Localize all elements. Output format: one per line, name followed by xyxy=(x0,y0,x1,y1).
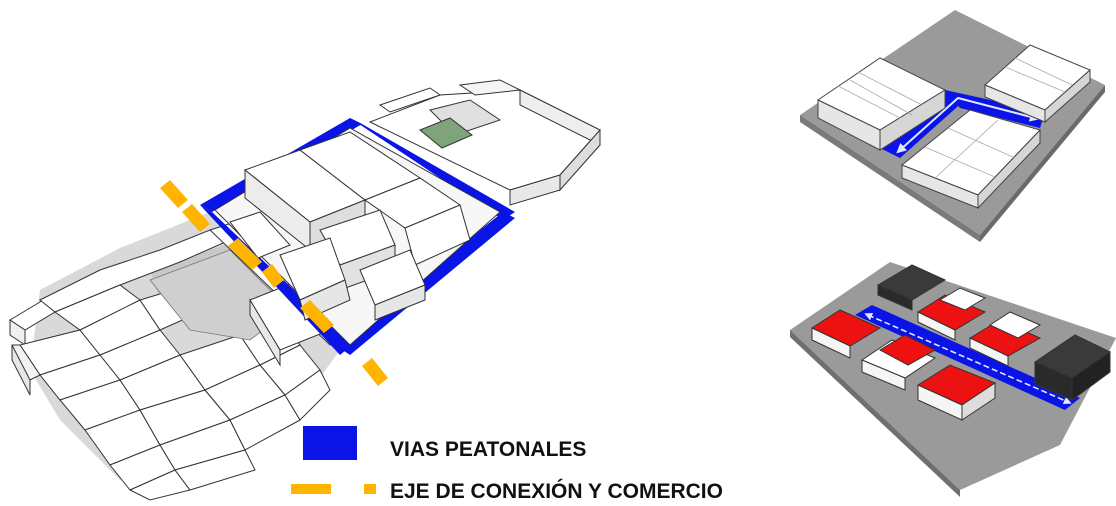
inner-block xyxy=(214,127,501,346)
legend-label-axis: EJE DE CONEXIÓN Y COMERCIO xyxy=(390,480,723,503)
connection-axis xyxy=(160,180,388,386)
legend-orange-dash-short xyxy=(364,484,376,494)
master-plan xyxy=(9,79,601,501)
pedestrian-street-diagram xyxy=(800,10,1105,242)
courtyard-building xyxy=(368,79,601,206)
commercial-axis-diagram xyxy=(790,262,1116,497)
green-courtyard xyxy=(419,117,473,149)
legend-orange-dash-long xyxy=(291,484,331,494)
legend-blue-swatch xyxy=(303,426,357,460)
legend-label-pedestrian: VIAS PEATONALES xyxy=(390,438,587,461)
